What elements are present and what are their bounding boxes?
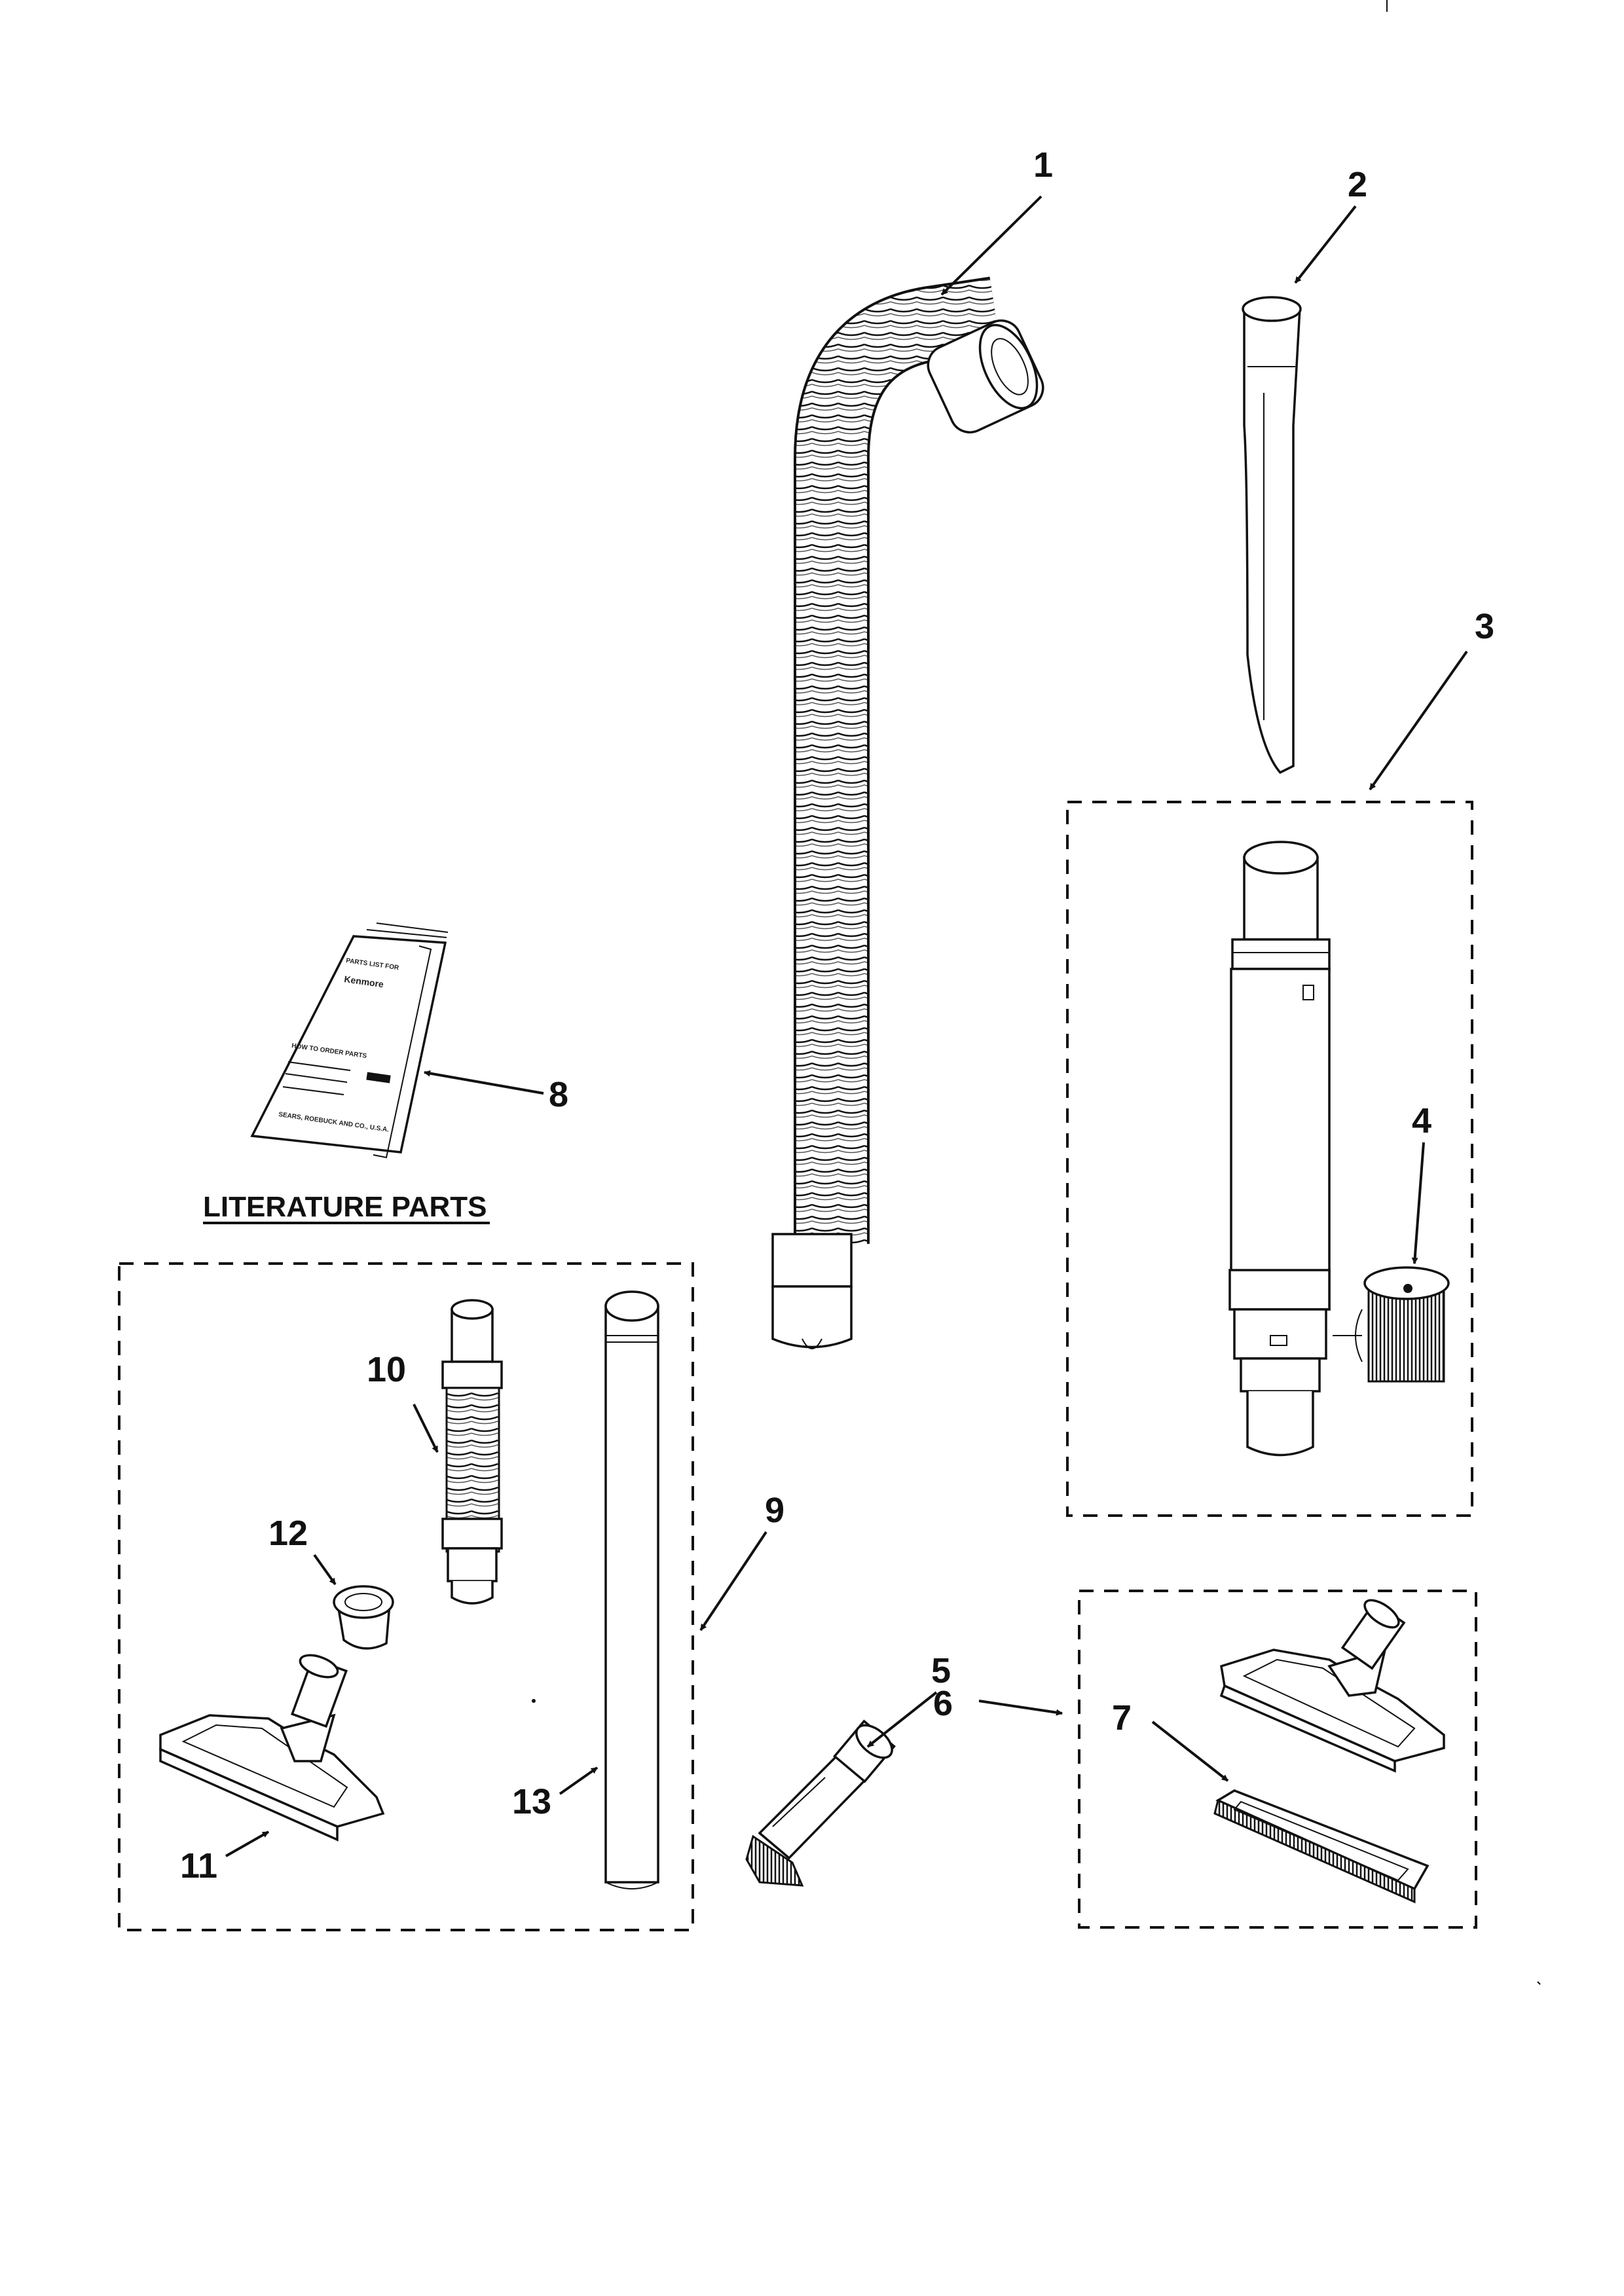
- callout-4: 4: [1412, 1101, 1431, 1140]
- callout-7: 7: [1112, 1698, 1132, 1738]
- part-4-wand-clip: [1333, 1266, 1450, 1383]
- leader-2: [1294, 205, 1357, 284]
- callout-1: 1: [1033, 145, 1053, 185]
- leader-7: [1151, 1721, 1229, 1782]
- part-7-brush-insert: [1213, 1789, 1430, 1904]
- callout-8: 8: [549, 1075, 568, 1114]
- group-9-box: [118, 1262, 694, 1931]
- callout-10: 10: [367, 1350, 406, 1389]
- callout-6: 6: [933, 1684, 953, 1723]
- callout-2: 2: [1348, 165, 1367, 204]
- group-3-box: [1066, 801, 1473, 1517]
- leader-6: [978, 1700, 1063, 1716]
- part-11-floor-tool: [159, 1654, 385, 1842]
- leader-3: [1369, 650, 1468, 791]
- callout-12: 12: [268, 1514, 308, 1553]
- leader-1: [940, 195, 1043, 296]
- leader-12: [313, 1554, 337, 1586]
- leader-13: [559, 1766, 599, 1795]
- group-6-box: [1078, 1590, 1477, 1929]
- part-6-floor-tool: [1219, 1599, 1445, 1773]
- callout-13: 13: [512, 1782, 551, 1821]
- part-13-straight-wand: [604, 1290, 659, 1889]
- speck: [532, 1699, 536, 1703]
- part-3-extension-wand: [1228, 841, 1331, 1457]
- leader-5: [866, 1691, 938, 1748]
- leader-9: [699, 1531, 767, 1631]
- leader-10: [413, 1404, 439, 1453]
- callout-5: 5: [931, 1651, 951, 1690]
- speck-right: [1537, 1981, 1541, 1985]
- leader-11: [225, 1831, 269, 1857]
- callout-9: 9: [765, 1491, 784, 1530]
- part-5-dusting-brush: [745, 1719, 896, 1887]
- callout-3: 3: [1475, 607, 1494, 646]
- part-10-flex-hose: [441, 1299, 503, 1605]
- leader-4: [1411, 1142, 1425, 1264]
- part-8-literature-booklet: PARTS LIST FOR Kenmore HOW TO ORDER PART…: [250, 922, 449, 1159]
- part-2-crevice-tool: [1242, 296, 1302, 774]
- part-1-hose: [771, 276, 1044, 1349]
- callout-11: 11: [180, 1846, 217, 1886]
- literature-parts-label: LITERATURE PARTS: [203, 1191, 487, 1223]
- leader-8: [424, 1070, 544, 1095]
- part-12-adapter: [333, 1585, 394, 1650]
